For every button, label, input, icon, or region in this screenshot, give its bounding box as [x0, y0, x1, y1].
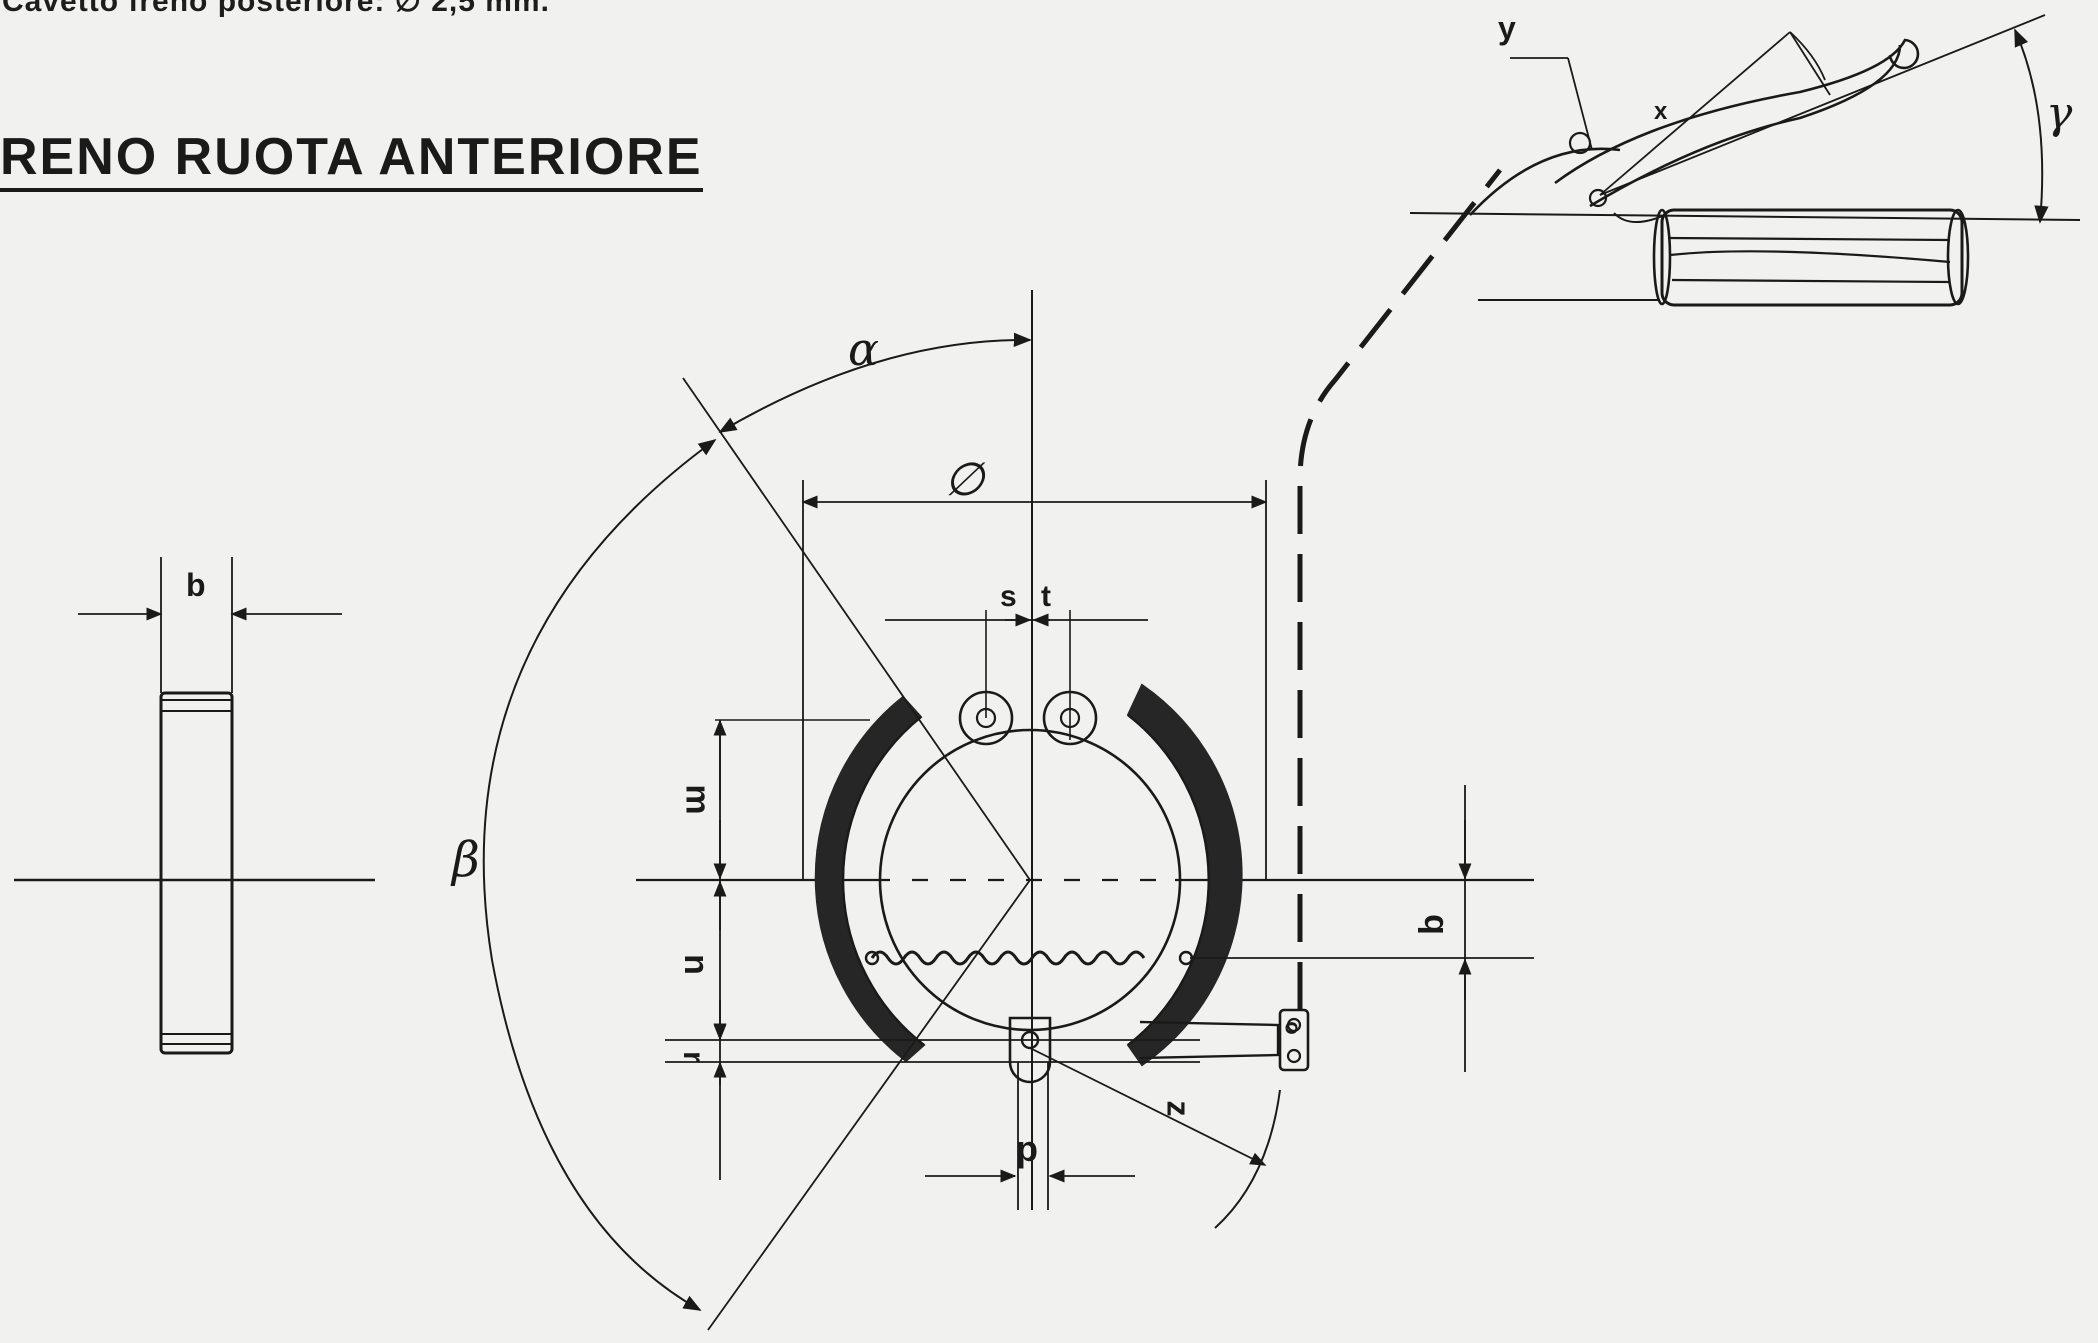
- cable-caption: Cavetto freno posteriore: ∅ 2,5 mm.: [2, 0, 550, 18]
- pivot-pin: [1008, 1016, 1052, 1084]
- label-n: n: [676, 954, 715, 975]
- label-alpha: α: [848, 322, 880, 376]
- label-diameter: ∅: [944, 452, 985, 506]
- label-q: q: [1416, 914, 1455, 935]
- label-z: z: [1160, 1100, 1197, 1117]
- angle-arcs: [482, 332, 1032, 1331]
- label-m: m: [678, 784, 717, 815]
- z-dimension: [1029, 1047, 1281, 1229]
- section-title: RENO RUOTA ANTERIORE: [0, 128, 703, 192]
- brake-lever: [1139, 1020, 1280, 1060]
- label-beta: β: [452, 832, 480, 888]
- label-s: s: [1000, 580, 1017, 613]
- label-gamma: γ: [2046, 88, 2073, 139]
- diameter-dimension: [801, 480, 1268, 880]
- shoe-side-view: [14, 557, 375, 1055]
- label-o: o: [1280, 1021, 1306, 1035]
- label-t: t: [1041, 580, 1051, 613]
- brake-assembly: [636, 290, 1534, 1210]
- label-b: b: [186, 567, 206, 603]
- s-t-dimension: [885, 610, 1148, 740]
- handlebar-lever: [1409, 14, 2081, 307]
- brake-cable: [1297, 168, 1502, 1010]
- label-p: p: [1016, 1128, 1038, 1169]
- m-n-r-dimensions: [713, 719, 870, 1180]
- right-shoe-lining: [1126, 683, 1243, 1067]
- label-y: y: [1498, 10, 1516, 46]
- label-x: x: [1654, 98, 1668, 125]
- return-spring: [870, 950, 1146, 966]
- label-r: r: [676, 1051, 710, 1063]
